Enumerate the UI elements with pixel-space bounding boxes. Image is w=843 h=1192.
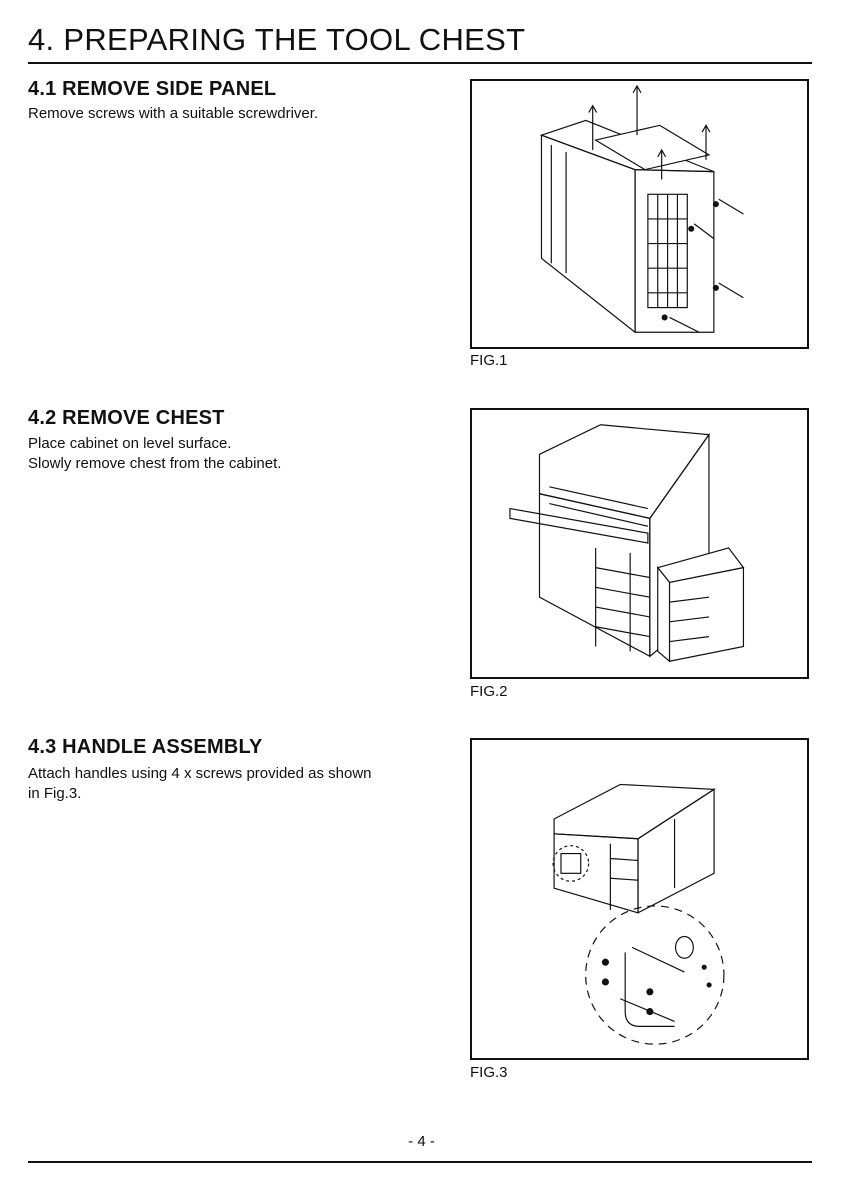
- section-heading-remove-side-panel: 4.1 REMOVE SIDE PANEL: [28, 78, 276, 101]
- instruction-line: Attach handles using 4 x screws provided…: [28, 764, 438, 784]
- instruction-line: Remove screws with a suitable screwdrive…: [28, 104, 438, 124]
- page-title: 4. PREPARING THE TOOL CHEST: [28, 22, 525, 58]
- section-text-remove-side-panel: Remove screws with a suitable screwdrive…: [28, 104, 438, 124]
- instruction-line: Place cabinet on level surface.: [28, 434, 438, 454]
- section-heading-handle-assembly: 4.3 HANDLE ASSEMBLY: [28, 736, 263, 759]
- figure-3-handle-assembly: [470, 738, 809, 1060]
- figure-caption-1: FIG.1: [470, 352, 508, 369]
- section-heading-remove-chest: 4.2 REMOVE CHEST: [28, 407, 225, 430]
- section-text-remove-chest: Place cabinet on level surface. Slowly r…: [28, 434, 438, 474]
- section-text-handle-assembly: Attach handles using 4 x screws provided…: [28, 764, 438, 804]
- footer-divider: [28, 1161, 812, 1163]
- figure-1-side-panel-removal: [470, 79, 809, 349]
- handle-assembly-illustration: [472, 740, 807, 1058]
- figure-caption-2: FIG.2: [470, 683, 508, 700]
- instruction-line: Slowly remove chest from the cabinet.: [28, 454, 438, 474]
- instruction-line: in Fig.3.: [28, 784, 438, 804]
- title-divider: [28, 62, 812, 64]
- page-number: - 4 -: [0, 1133, 843, 1150]
- cabinet-chest-illustration: [472, 410, 807, 677]
- figure-2-chest-removal: [470, 408, 809, 679]
- cabinet-side-panel-illustration: [472, 81, 807, 347]
- figure-caption-3: FIG.3: [470, 1064, 508, 1081]
